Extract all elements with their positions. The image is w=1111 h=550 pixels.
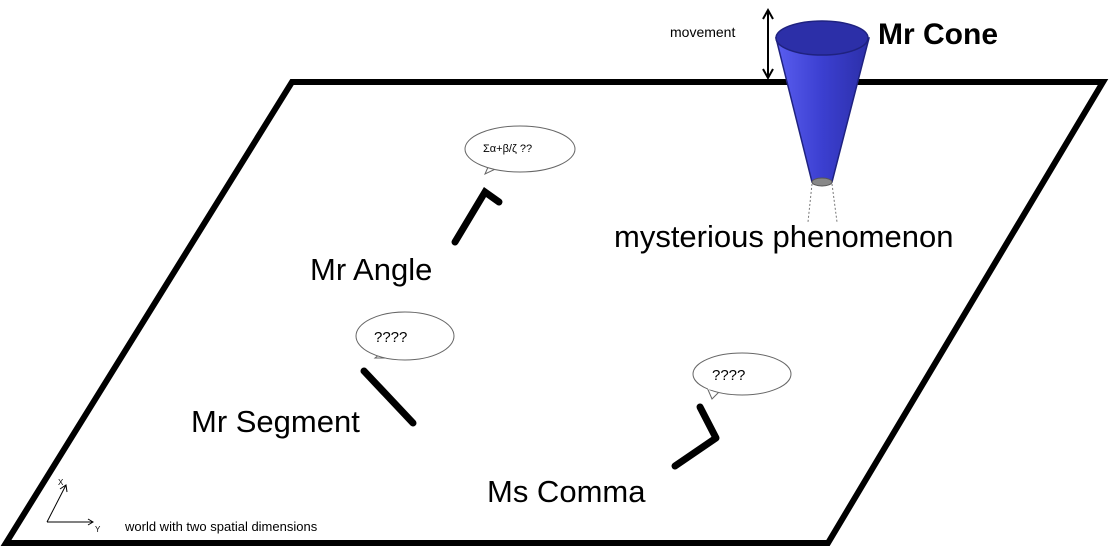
angle-thought-bubble [464,125,576,176]
comma-shape [671,403,720,470]
comma-label: Ms Comma [487,474,646,509]
axes-icon [46,484,94,526]
angle-label: Mr Angle [310,252,432,287]
movement-arrow [762,7,774,81]
segment-shape [360,367,417,427]
axis-x-label: X [58,478,64,487]
world-caption: world with two spatial dimensions [124,519,318,534]
cone-title: Mr Cone [878,18,998,51]
comma-thought-text: ???? [712,367,745,384]
segment-label: Mr Segment [191,404,360,439]
angle-thought-text: Σα+β/ζ ?? [483,143,532,155]
comma-thought-bubble [692,352,792,400]
axis-y-label: Y [95,525,101,534]
segment-thought-text: ???? [374,329,407,346]
phenomenon-label: mysterious phenomenon [614,219,953,254]
cone-shape [775,20,870,187]
movement-label: movement [670,24,735,40]
segment-thought-bubble [355,311,455,361]
angle-shape [451,186,503,246]
